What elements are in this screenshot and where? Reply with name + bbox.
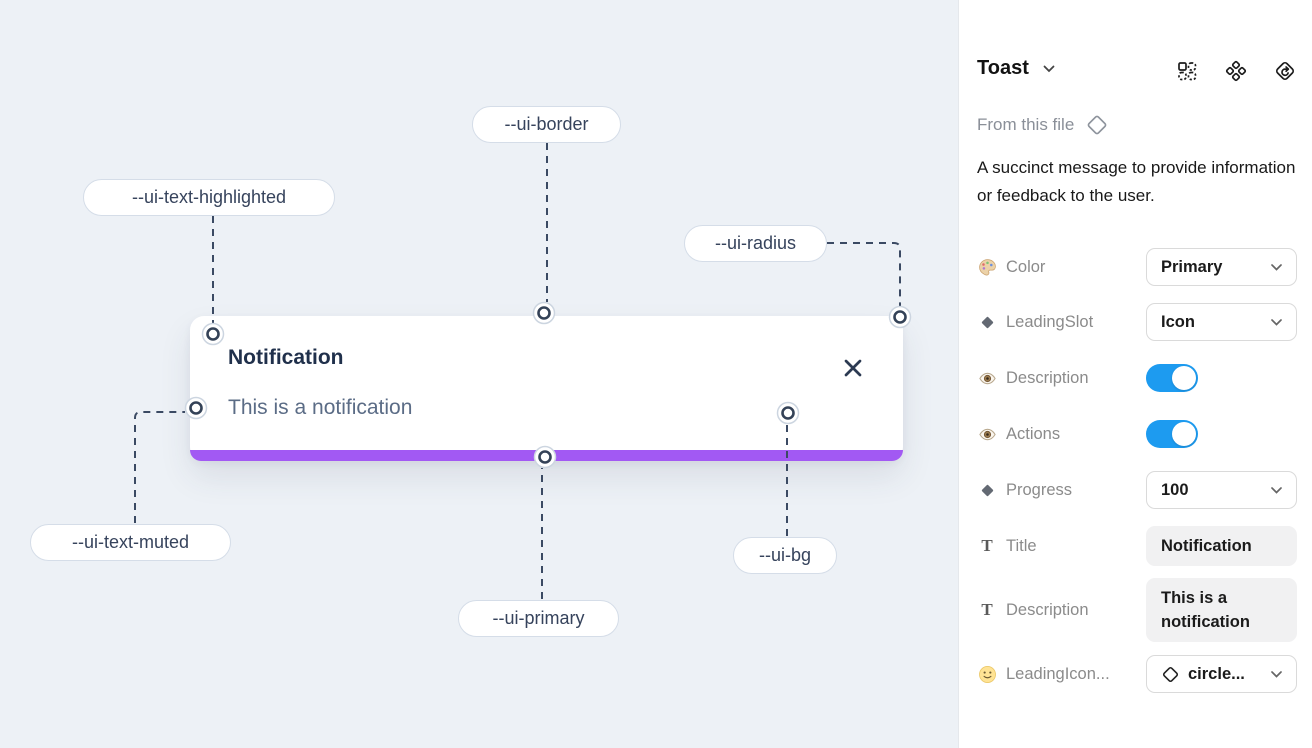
dropdown-value: Icon bbox=[1161, 312, 1195, 331]
property-row-actions-toggle: Actions bbox=[977, 420, 1297, 448]
property-label: Description bbox=[1006, 368, 1089, 387]
text-icon: T bbox=[981, 536, 993, 555]
color-dropdown[interactable]: Primary bbox=[1146, 248, 1297, 286]
css-var-label-ui-text-highlighted: --ui-text-highlighted bbox=[83, 179, 335, 216]
diamond-icon bbox=[977, 483, 997, 498]
canvas: Notification This is a notification bbox=[0, 0, 958, 748]
toast-preview: Notification This is a notification bbox=[190, 316, 903, 461]
diamond-outline-icon bbox=[1087, 115, 1107, 135]
css-var-label-ui-text-muted: --ui-text-muted bbox=[30, 524, 231, 561]
css-var-label-ui-bg: --ui-bg bbox=[733, 537, 837, 574]
eye-icon bbox=[977, 369, 997, 388]
instance-grid-icon[interactable] bbox=[1176, 60, 1198, 82]
toast-description: This is a notification bbox=[228, 396, 413, 419]
panel-toolbar bbox=[1176, 60, 1296, 82]
property-row-description-text: T Description This is a notification bbox=[977, 578, 1297, 642]
source-row: From this file bbox=[977, 113, 1109, 137]
component-selector[interactable]: Toast bbox=[977, 57, 1055, 80]
toast-title: Notification bbox=[228, 346, 344, 369]
close-icon[interactable] bbox=[842, 357, 864, 379]
diamond-outline-icon bbox=[1162, 666, 1179, 682]
property-label: Actions bbox=[1006, 424, 1061, 443]
property-label: LeadingSlot bbox=[1006, 312, 1094, 331]
description-text-field[interactable]: This is a notification bbox=[1146, 578, 1297, 642]
property-row-color: Color Primary bbox=[977, 248, 1297, 286]
toggle-knob bbox=[1172, 366, 1196, 390]
eye-icon bbox=[977, 425, 997, 444]
variants-icon[interactable] bbox=[1225, 60, 1247, 82]
chevron-down-icon bbox=[1271, 486, 1282, 494]
toggle-knob bbox=[1172, 422, 1196, 446]
css-var-label-ui-radius: --ui-radius bbox=[684, 225, 827, 262]
dropdown-value: circle... bbox=[1188, 664, 1245, 683]
chevron-down-icon bbox=[1271, 318, 1282, 326]
css-var-label-ui-border: --ui-border bbox=[472, 106, 621, 143]
source-label: From this file bbox=[977, 115, 1075, 134]
property-row-description-toggle: Description bbox=[977, 364, 1297, 392]
actions-toggle[interactable] bbox=[1146, 420, 1198, 448]
property-label: Title bbox=[1006, 536, 1037, 555]
progress-dropdown[interactable]: 100 bbox=[1146, 471, 1297, 509]
leadingslot-dropdown[interactable]: Icon bbox=[1146, 303, 1297, 341]
dropdown-value: 100 bbox=[1161, 480, 1189, 499]
title-text-field[interactable]: Notification bbox=[1146, 526, 1297, 566]
component-description: A succinct message to provide informatio… bbox=[977, 158, 1296, 205]
toast-progress-bar bbox=[190, 450, 903, 461]
panel-title-text: Toast bbox=[977, 57, 1029, 79]
property-label: Description bbox=[1006, 600, 1089, 619]
css-var-label-ui-primary: --ui-primary bbox=[458, 600, 619, 637]
palette-icon bbox=[977, 258, 997, 277]
component-playground-icon[interactable] bbox=[1274, 60, 1296, 82]
property-row-progress: Progress 100 bbox=[977, 471, 1297, 509]
property-label: Progress bbox=[1006, 480, 1073, 499]
description-toggle[interactable] bbox=[1146, 364, 1198, 392]
properties-panel: Toast Fr bbox=[958, 0, 1312, 748]
property-row-leadingicon: LeadingIcon... circle... bbox=[977, 655, 1297, 693]
leadingicon-dropdown[interactable]: circle... bbox=[1146, 655, 1297, 693]
property-label: LeadingIcon... bbox=[1006, 664, 1110, 683]
property-row-title: T Title Notification bbox=[977, 526, 1297, 566]
connector-ui-radius bbox=[827, 242, 901, 306]
diamond-icon bbox=[977, 315, 997, 330]
dropdown-value: Primary bbox=[1161, 257, 1223, 276]
text-icon: T bbox=[981, 600, 993, 619]
property-label: Color bbox=[1006, 257, 1046, 276]
chevron-down-icon bbox=[1271, 670, 1282, 678]
chevron-down-icon bbox=[1271, 263, 1282, 271]
smiley-icon bbox=[977, 665, 997, 684]
connector-ui-text-muted bbox=[134, 411, 185, 523]
chevron-down-icon bbox=[1043, 65, 1055, 72]
property-row-leadingslot: LeadingSlot Icon bbox=[977, 303, 1297, 341]
